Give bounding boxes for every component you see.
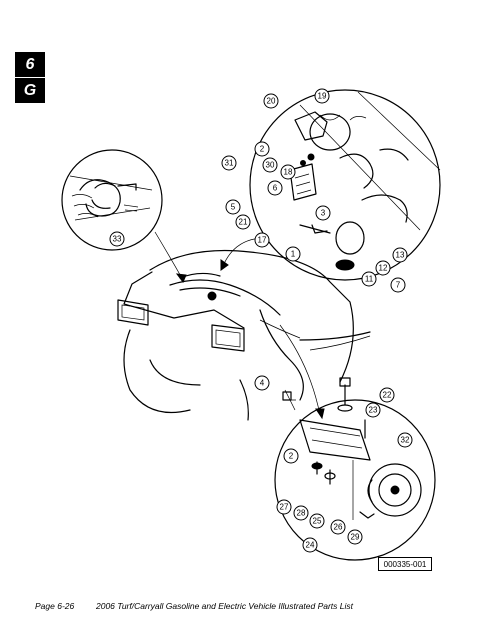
callout-32: 32	[397, 432, 413, 448]
callout-label: 12	[379, 264, 388, 273]
callout-30: 30	[262, 157, 278, 173]
callout-label: 32	[401, 436, 410, 445]
callout-6: 6	[267, 180, 283, 196]
callout-5: 5	[225, 199, 241, 215]
callout-label: 33	[113, 235, 122, 244]
callout-13: 13	[392, 247, 408, 263]
callout-label: 29	[351, 533, 360, 542]
callout-label: 6	[273, 184, 278, 193]
detail-circle-horn	[274, 377, 436, 561]
callout-4: 4	[254, 375, 270, 391]
callout-label: 4	[260, 379, 265, 388]
callout-label: 2	[260, 145, 265, 154]
callout-label: 7	[396, 281, 401, 290]
callout-label: 30	[266, 161, 275, 170]
callout-3: 3	[315, 205, 331, 221]
callout-label: 5	[231, 203, 236, 212]
detail-circle-switch	[249, 89, 441, 281]
callout-label: 20	[267, 97, 276, 106]
callout-21: 21	[235, 214, 251, 230]
callout-label: 3	[321, 209, 326, 218]
callout-24: 24	[302, 537, 318, 553]
section-letter-tab: G	[15, 78, 45, 103]
vehicle-front-body	[117, 249, 371, 421]
callout-12: 12	[375, 260, 391, 276]
callout-23: 23	[365, 402, 381, 418]
callout-27: 27	[276, 499, 292, 515]
callout-label: 25	[313, 517, 322, 526]
callout-28: 28	[293, 505, 309, 521]
document-title: 2006 Turf/Carryall Gasoline and Electric…	[96, 601, 354, 611]
callout-label: 27	[280, 503, 289, 512]
callout-label: 19	[318, 92, 327, 101]
callout-label: 22	[383, 391, 392, 400]
figure-id-label: 000335-001	[378, 557, 432, 571]
callout-17: 17	[254, 232, 270, 248]
callout-2: 2	[283, 448, 299, 464]
callout-7: 7	[390, 277, 406, 293]
page-number: Page 6-26	[35, 601, 75, 611]
callout-20: 20	[263, 93, 279, 109]
callout-19: 19	[314, 88, 330, 104]
callout-33: 33	[109, 231, 125, 247]
callout-11: 11	[361, 271, 377, 287]
callout-label: 21	[239, 218, 248, 227]
callout-1: 1	[285, 246, 301, 262]
section-number-tab: 6	[15, 52, 45, 77]
callout-2: 2	[254, 141, 270, 157]
callout-label: 28	[297, 509, 306, 518]
callout-26: 26	[330, 519, 346, 535]
callout-18: 18	[280, 164, 296, 180]
callout-label: 24	[306, 541, 315, 550]
callout-label: 13	[396, 251, 405, 260]
callout-label: 31	[225, 159, 234, 168]
callout-label: 23	[369, 406, 378, 415]
callout-label: 17	[258, 236, 267, 245]
callout-label: 1	[291, 250, 296, 259]
detail-circle-clamp	[61, 149, 163, 251]
callout-label: 2	[289, 452, 294, 461]
callout-22: 22	[379, 387, 395, 403]
callout-29: 29	[347, 529, 363, 545]
callout-label: 11	[365, 275, 374, 284]
callout-25: 25	[309, 513, 325, 529]
callout-31: 31	[221, 155, 237, 171]
callout-label: 26	[334, 523, 343, 532]
callout-label: 18	[284, 168, 293, 177]
